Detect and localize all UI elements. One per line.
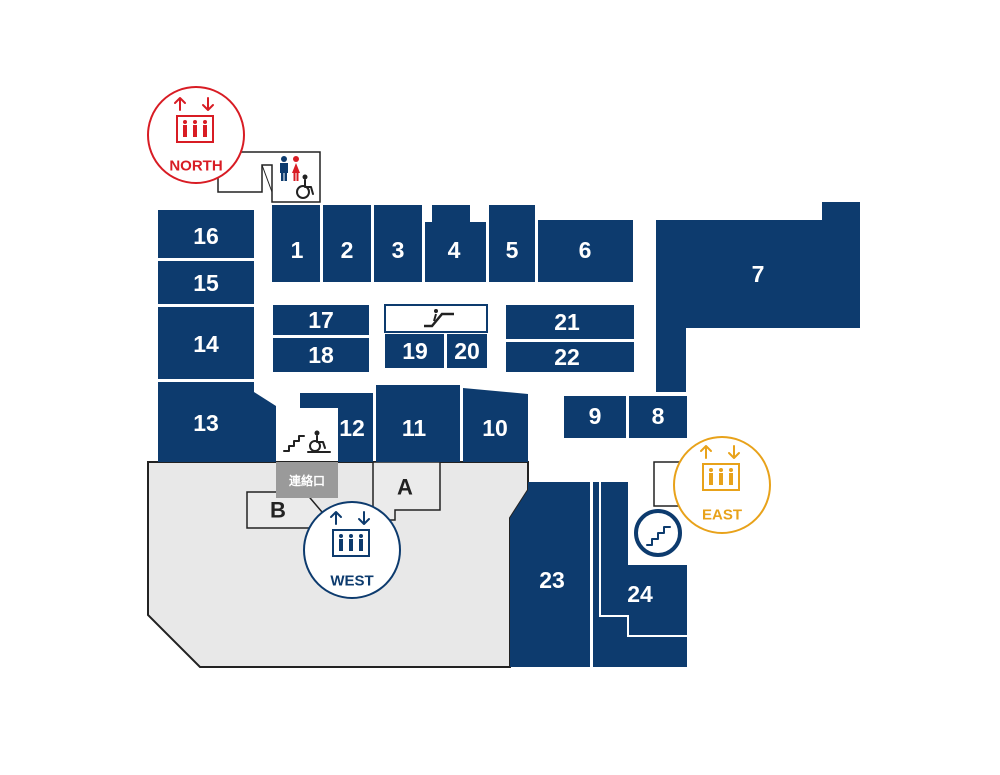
store-units <box>158 202 860 667</box>
annex-unit-a-label: A <box>397 475 413 500</box>
accessible-restroom-icon <box>296 174 314 199</box>
unit-1-label: 1 <box>291 237 304 263</box>
elevator-icon <box>174 97 214 143</box>
unit-1[interactable] <box>272 205 320 282</box>
east-elevator-badge[interactable]: EAST <box>673 436 771 534</box>
unit-2[interactable] <box>323 205 371 282</box>
unit-24-label: 24 <box>627 581 653 607</box>
unit-11[interactable] <box>376 385 460 462</box>
unit-19[interactable] <box>385 334 444 368</box>
escalator-icon <box>424 309 454 328</box>
unit-17-label: 17 <box>308 307 334 333</box>
unit-15-label: 15 <box>193 270 219 296</box>
unit-22-label: 22 <box>554 344 580 370</box>
east-elevator-label: EAST <box>702 507 742 524</box>
west-elevator-label: WEST <box>330 573 373 590</box>
unit-22[interactable] <box>506 342 634 372</box>
unit-11-label: 11 <box>402 415 427 441</box>
unit-14[interactable] <box>158 307 254 379</box>
unit-4[interactable] <box>425 205 486 282</box>
unit-19-label: 19 <box>402 338 428 364</box>
unit-13[interactable] <box>158 382 276 462</box>
elevator-icon <box>330 511 370 557</box>
unit-12-label: 12 <box>339 415 365 441</box>
unit-18-label: 18 <box>308 342 334 368</box>
unit-7-label: 7 <box>752 261 765 287</box>
connector-label: 連絡口 <box>289 473 325 488</box>
stairs-icon <box>646 526 671 546</box>
unit-9-label: 9 <box>589 403 602 429</box>
unit-13-label: 13 <box>193 410 219 436</box>
unit-labels: 16 15 14 13 1 2 3 4 5 6 7 17 18 19 20 21… <box>193 223 764 607</box>
restroom-icon <box>280 156 300 181</box>
unit-16[interactable] <box>158 210 254 258</box>
unit-18[interactable] <box>273 338 369 372</box>
unit-8-label: 8 <box>652 403 665 429</box>
east-stairs[interactable] <box>634 509 682 557</box>
unit-6[interactable] <box>538 220 633 282</box>
unit-8[interactable] <box>629 396 687 438</box>
unit-24-outline <box>599 482 687 637</box>
north-core <box>217 151 321 203</box>
unit-10-label: 10 <box>482 415 508 441</box>
unit-20-label: 20 <box>454 338 480 364</box>
unit-20[interactable] <box>447 334 487 368</box>
unit-3-label: 3 <box>392 237 405 263</box>
unit-12[interactable] <box>300 393 373 462</box>
north-elevator-label: NORTH <box>169 158 222 175</box>
unit-21[interactable] <box>506 305 634 339</box>
unit-6-label: 6 <box>579 237 592 263</box>
stair-lift-icon <box>307 430 331 453</box>
connector[interactable] <box>276 462 338 498</box>
unit-2-label: 2 <box>341 237 354 263</box>
unit-14-label: 14 <box>193 331 219 357</box>
unit-5-label: 5 <box>506 237 519 263</box>
unit-10[interactable] <box>463 388 528 462</box>
unit-9[interactable] <box>564 396 626 438</box>
unit-17[interactable] <box>273 305 369 335</box>
unit-23[interactable] <box>510 482 590 667</box>
unit-23-label: 23 <box>539 567 565 593</box>
unit-21-label: 21 <box>554 309 580 335</box>
unit-7[interactable] <box>656 202 860 392</box>
stairs-icon <box>283 435 305 452</box>
unit-4-label: 4 <box>448 237 461 263</box>
unit-15[interactable] <box>158 261 254 304</box>
annex-unit-b-label: B <box>270 498 286 523</box>
unit-16-label: 16 <box>193 223 219 249</box>
unit-5[interactable] <box>489 205 535 282</box>
north-elevator-badge[interactable]: NORTH <box>147 86 245 184</box>
elevator-icon <box>700 445 740 491</box>
unit-3[interactable] <box>374 205 422 282</box>
west-elevator-badge[interactable]: WEST <box>303 501 401 599</box>
unit-24[interactable] <box>593 482 687 667</box>
